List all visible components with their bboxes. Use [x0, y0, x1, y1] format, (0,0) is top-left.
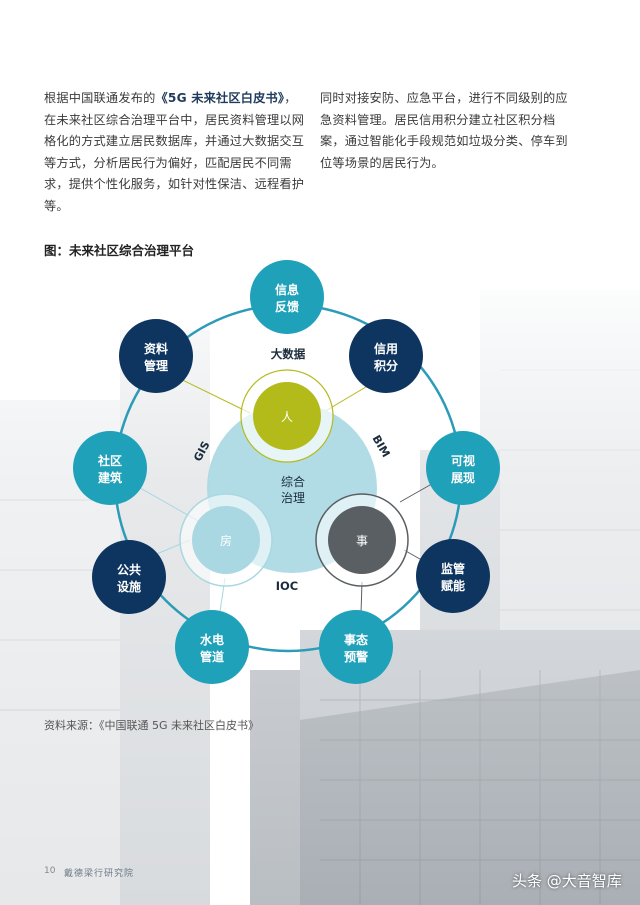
node-label: 管道 [200, 649, 224, 664]
source-note: 资料来源：《中国联通 5G 未来社区白皮书》 [44, 719, 260, 732]
node-label: 赋能 [441, 578, 465, 593]
node-label: 预警 [344, 649, 368, 664]
person-circle [253, 382, 321, 450]
node-circle [119, 319, 193, 393]
center-label-line1: 综合 [281, 474, 305, 489]
node-label: 资料 [144, 341, 168, 356]
node-label: 事态 [344, 632, 368, 647]
node-label: 信用 [374, 341, 398, 356]
left-text-before: 根据中国联通发布的 [44, 91, 156, 105]
page-number: 10 [44, 866, 56, 876]
gis-label: GIS [191, 439, 212, 464]
right-text-column: 同时对接安防、应急平台，进行不同级别的应急资料管理。居民信用积分建立社区积分档案… [320, 91, 568, 170]
node-label: 反馈 [275, 299, 299, 314]
center-label-line2: 治理 [281, 491, 305, 505]
institution-name: 戴德梁行研究院 [64, 869, 135, 879]
node-label: 展现 [451, 471, 475, 485]
person-label: 人 [281, 410, 293, 424]
house-label: 房 [220, 533, 232, 548]
node-label: 建筑 [97, 470, 122, 485]
figure-title: 图：未来社区综合治理平台 [44, 243, 195, 258]
node-label: 社区 [97, 453, 122, 468]
node-label: 监管 [441, 561, 465, 576]
node-circle [416, 539, 490, 613]
node-circle [250, 260, 324, 334]
big-data-label: 大数据 [271, 347, 306, 361]
left-text-column: 根据中国联通发布的《5G 未来社区白皮书》，在未来社区综合治理平台中，居民资料管… [44, 88, 306, 218]
ioc-label: IOC [276, 579, 299, 593]
node-circle [426, 431, 500, 505]
node-label: 设施 [117, 579, 141, 594]
node-circle [175, 610, 249, 684]
watermark: 头条 @大音智库 [512, 872, 622, 890]
node-circle [349, 319, 423, 393]
node-label: 公共 [117, 562, 141, 577]
node-label: 管理 [144, 358, 168, 373]
node-circle [73, 431, 147, 505]
node-circle [319, 610, 393, 684]
node-label: 信息 [275, 282, 299, 297]
node-label: 可视 [451, 453, 475, 468]
bim-label: BIM [370, 433, 393, 460]
node-label: 水电 [200, 632, 224, 647]
governance-platform-diagram: 人 房 事 综合 治理 大数据 GIS BIM IOC 信息反馈信用积分可视展现… [73, 260, 500, 684]
left-text-after: ，在未来社区综合治理平台中，居民资料管理以网格化的方式建立居民数据库，并通过大数… [44, 91, 305, 213]
node-circle [92, 540, 166, 614]
affairs-circle [328, 506, 396, 574]
whitepaper-title: 《5G 未来社区白皮书》 [155, 91, 285, 105]
node-label: 积分 [374, 358, 398, 373]
affairs-label: 事 [356, 534, 368, 548]
house-circle [192, 506, 260, 574]
